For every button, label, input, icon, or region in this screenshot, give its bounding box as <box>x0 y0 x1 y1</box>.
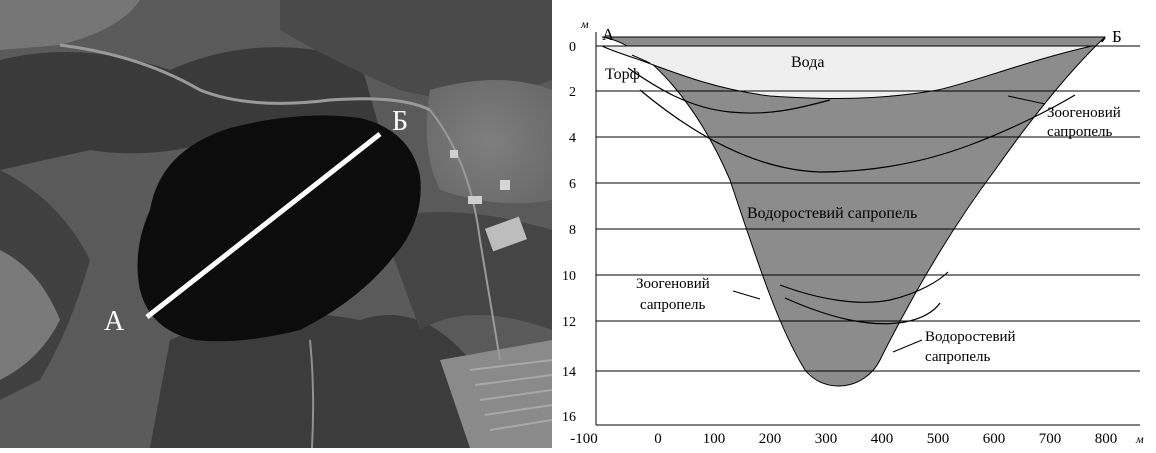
x-tick-label: 500 <box>927 431 950 447</box>
x-tick-label: 600 <box>983 431 1006 447</box>
y-tick-label: 12 <box>562 315 576 330</box>
zoogenic-upper-lower-boundary <box>639 89 1076 173</box>
y-tick-label: 6 <box>569 177 576 192</box>
field-furrows <box>469 359 553 431</box>
algal-lower-label-line1: Водоростевий <box>925 329 1016 345</box>
lake <box>137 115 421 342</box>
satellite-photo: А Б <box>0 0 553 449</box>
forest-patch <box>280 0 552 98</box>
satellite-photo-canvas: А Б <box>0 0 553 449</box>
algal-sapropel-label: Водоростевий сапропель <box>747 205 917 222</box>
zoogenic-upper-label-line1: Зоогеновий <box>1047 105 1121 121</box>
x-tick-label: 700 <box>1039 431 1062 447</box>
peat-label: Торф <box>605 66 640 83</box>
x-tick-label: 800 <box>1095 431 1118 447</box>
y-tick-label: 16 <box>562 410 576 425</box>
water-label: Вода <box>791 54 824 71</box>
zoogenic-lower-label-line1: Зоогеновий <box>636 276 710 292</box>
zoogenic-upper-label-line2: сапропель <box>1047 124 1112 140</box>
field-area <box>426 80 552 204</box>
building <box>484 216 528 252</box>
profile-point-b-label: Б <box>1112 27 1122 46</box>
road <box>59 43 431 112</box>
zoogenic-lower-bottom-boundary <box>784 297 941 325</box>
building <box>450 150 458 158</box>
x-tick-label: 400 <box>871 431 894 447</box>
algal-lower-leader <box>892 339 923 353</box>
zoogenic-lower-top-boundary <box>779 271 949 303</box>
peat-leader <box>631 54 651 64</box>
profile-canvas: Вода Торф Зоогеновий сапропель Водоросте… <box>562 17 1144 447</box>
forest-patch <box>150 313 470 448</box>
x-tick-labels: -100 0 100 200 300 400 500 600 700 800 <box>570 431 1117 447</box>
x-tick-label: -100 <box>570 431 598 447</box>
depth-gridlines <box>596 45 1140 426</box>
zoogenic-upper-leader <box>1007 95 1046 105</box>
zoogenic-lower-label-line2: сапропель <box>640 297 705 313</box>
road <box>309 339 315 449</box>
y-axis-unit: м <box>580 17 589 31</box>
x-tick-label: 100 <box>703 431 726 447</box>
sediment-body <box>601 36 1106 387</box>
point-b-label: Б <box>392 106 408 137</box>
profile-point-a-label: А <box>602 25 615 44</box>
road <box>429 109 501 361</box>
field-area <box>0 250 60 380</box>
forest-patch <box>0 47 380 171</box>
zoogenic-lower-leader <box>732 290 761 300</box>
y-tick-label: 2 <box>569 85 576 100</box>
algal-lower-label-line2: сапропель <box>925 349 990 365</box>
field-area <box>440 340 552 448</box>
x-tick-label: 300 <box>815 431 838 447</box>
field-area <box>0 0 140 50</box>
y-tick-labels: 0 2 4 6 8 10 12 14 16 <box>562 40 576 425</box>
x-axis-unit: м <box>1135 432 1144 446</box>
peat-lower-boundary <box>627 67 831 114</box>
building <box>500 180 510 190</box>
point-a-label: А <box>104 306 125 337</box>
y-tick-label: 10 <box>562 269 576 284</box>
water-layer <box>601 45 1093 99</box>
y-tick-label: 0 <box>569 40 576 55</box>
y-tick-label: 14 <box>562 365 576 380</box>
x-tick-label: 200 <box>759 431 782 447</box>
building <box>468 196 482 204</box>
y-tick-label: 4 <box>569 131 576 146</box>
cross-section-profile: Вода Торф Зоогеновий сапропель Водоросте… <box>552 0 1156 448</box>
x-tick-label: 0 <box>654 431 662 447</box>
y-tick-label: 8 <box>569 223 576 238</box>
transect-line <box>145 132 382 319</box>
